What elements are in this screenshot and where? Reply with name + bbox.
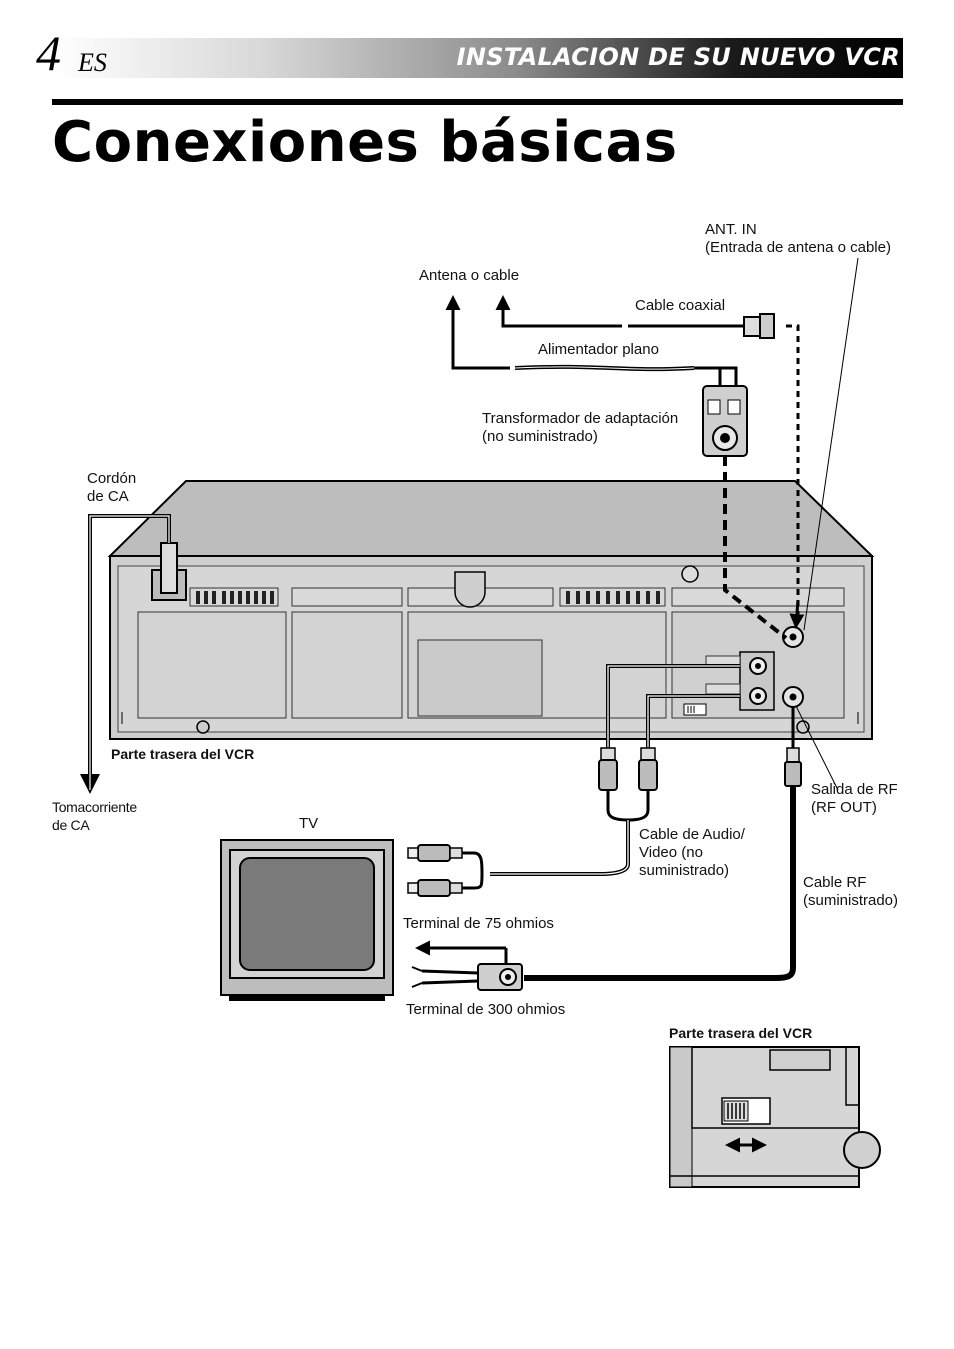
label-75-ohm-terminal: Terminal de 75 ohmios [403,915,554,932]
label-inset-vcr-rear: Parte trasera del VCR [669,1025,813,1041]
inset-vcr-rear-detail [669,1046,881,1188]
label-300-ohm-terminal: Terminal de 300 ohmios [406,1001,566,1018]
rf-cable [411,707,802,991]
label-coax-cable: Cable coaxial [635,297,726,314]
label-flat-feeder: Alimentador plano [538,341,659,358]
title-rule [52,99,903,105]
tv-set [220,839,394,1001]
label-antenna: Antena o cable [419,267,520,284]
label-rf-out: Salida de RF (RF OUT) [811,781,898,816]
audio-video-cable [407,664,740,897]
header-band [52,38,903,78]
label-rf-cable: Cable RF (suministrado) [803,874,899,909]
antenna-input-cabling [445,257,859,791]
label-matching-transformer: Transformador de adaptación (no suminist… [482,410,679,445]
page-title: Conexiones básicas [52,110,678,175]
label-vcr-rear: Parte trasera del VCR [111,746,255,762]
vcr-rear-panel [107,480,875,740]
label-ac-cord: Cordón de CA [87,470,137,505]
label-ant-in: ANT. IN (Entrada de antena o cable) [705,221,891,256]
label-av-cable: Cable de Audio/ Video (no suministrado) [639,826,745,879]
page-number: 4 [36,25,61,81]
section-title: INSTALACION DE SU NUEVO VCR [456,43,900,71]
ac-cord [80,514,178,794]
label-ac-outlet: Tomacorriente de CA [52,799,137,833]
label-tv: TV [299,815,319,832]
language-code: ES [78,48,107,77]
